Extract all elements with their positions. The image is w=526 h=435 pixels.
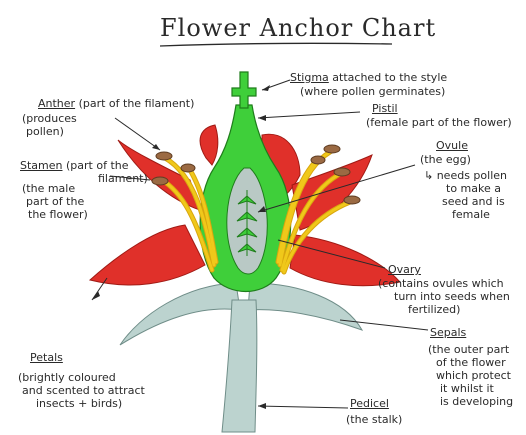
- stigma-desc: attached to the style: [332, 71, 447, 84]
- stigma-tip: [232, 72, 256, 108]
- stamen-desc: (part of the: [66, 159, 129, 172]
- label-ovule: Ovule: [436, 140, 468, 152]
- sepals-desc-4: it whilst it: [440, 383, 494, 395]
- anther-desc-2: (produces: [22, 113, 77, 125]
- pistil-desc: (female part of the flower): [366, 117, 512, 129]
- pedicel-stalk: [222, 300, 257, 432]
- stamen-desc-3: (the male: [22, 183, 75, 195]
- stamen-desc-2: filament): [98, 173, 148, 185]
- pedicel-name: Pedicel: [350, 397, 389, 410]
- label-pistil: Pistil: [372, 103, 398, 115]
- anther-desc-3: pollen): [26, 126, 64, 138]
- ovary-desc: (contains ovules which: [378, 278, 504, 290]
- anther-name: Anther: [38, 97, 75, 110]
- ovule-desc: (the egg): [420, 154, 471, 166]
- ovary-desc-2: turn into seeds when: [394, 291, 510, 303]
- ovary-name: Ovary: [388, 263, 421, 276]
- ovule-desc-2: ↳ needs pollen: [424, 170, 507, 182]
- ovule-desc-5: female: [452, 209, 490, 221]
- stamen-desc-5: the flower): [28, 209, 88, 221]
- ovary-desc-3: fertilized): [408, 304, 460, 316]
- ovule-desc-3: to make a: [446, 183, 501, 195]
- stigma-desc-2: (where pollen germinates): [300, 86, 445, 98]
- sepals-name: Sepals: [430, 326, 466, 339]
- ovule-desc-4: seed and is: [442, 196, 505, 208]
- label-petals: Petals: [30, 352, 63, 364]
- sepals-desc-2: of the flower: [436, 357, 506, 369]
- label-pedicel: Pedicel: [350, 398, 389, 410]
- stamen-desc-4: part of the: [26, 196, 84, 208]
- label-sepals: Sepals: [430, 327, 466, 339]
- sepals-desc: (the outer part: [428, 344, 509, 356]
- petals-desc-2: and scented to attract: [22, 385, 145, 397]
- pedicel-desc: (the stalk): [346, 414, 402, 426]
- pistil-name: Pistil: [372, 102, 398, 115]
- anther-desc: (part of the filament): [79, 97, 195, 110]
- title-underline: [160, 43, 392, 46]
- sepals-desc-5: is developing: [440, 396, 513, 408]
- label-stamen: Stamen (part of the: [20, 160, 129, 172]
- page-title: Flower Anchor Chart: [160, 14, 436, 42]
- label-anther: Anther (part of the filament): [38, 98, 194, 110]
- stigma-name: Stigma: [290, 71, 329, 84]
- label-stigma: Stigma attached to the style: [290, 72, 447, 84]
- ovule-name: Ovule: [436, 139, 468, 152]
- sepals-desc-3: which protect: [436, 370, 511, 382]
- label-ovary: Ovary: [388, 264, 421, 276]
- stamen-name: Stamen: [20, 159, 63, 172]
- petals-desc-3: insects + birds): [36, 398, 122, 410]
- petals-name: Petals: [30, 351, 63, 364]
- petals-desc: (brightly coloured: [18, 372, 116, 384]
